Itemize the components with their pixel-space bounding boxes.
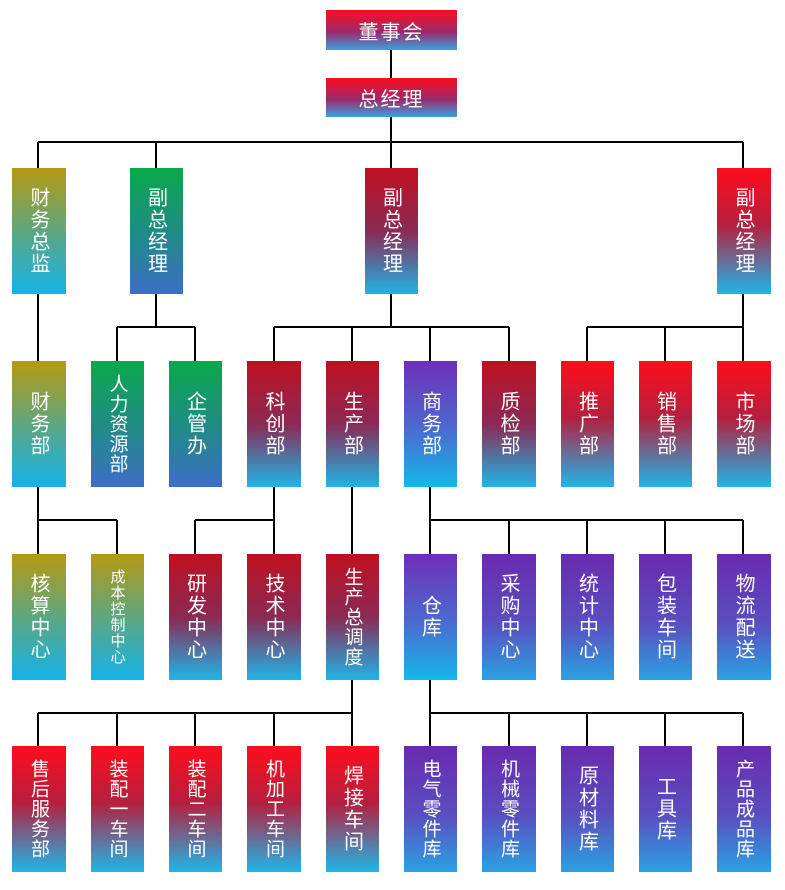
- node-accounting-center-label: 核算中心: [27, 573, 51, 661]
- node-assembly-1-label: 装配一车间: [106, 759, 129, 859]
- node-quality-dept-label: 质检部: [497, 391, 521, 457]
- node-hr-dept-label: 人力资源部: [106, 374, 129, 474]
- node-rd-center-label: 研发中心: [183, 573, 208, 661]
- node-commerce-dept-label: 商务部: [418, 391, 443, 457]
- node-electrical-parts: 电气零件库: [404, 746, 457, 872]
- node-market-dept: 市场部: [717, 361, 771, 487]
- node-rd-center: 研发中心: [169, 554, 222, 680]
- node-quality-dept: 质检部: [482, 361, 536, 487]
- node-packaging-workshop: 包装车间: [639, 554, 692, 680]
- node-logistics: 物流配送: [717, 554, 771, 680]
- node-machining-label: 机加工车间: [263, 759, 285, 859]
- node-tech-center-label: 技术中心: [262, 573, 286, 661]
- node-assembly-1: 装配一车间: [91, 746, 144, 872]
- node-raw-materials-label: 原材料库: [575, 765, 600, 853]
- node-market-dept-label: 市场部: [732, 391, 756, 457]
- node-mechanical-parts: 机械零件库: [482, 746, 536, 872]
- node-rd-dept-label: 科创部: [262, 391, 286, 457]
- node-rd-dept: 科创部: [247, 361, 301, 487]
- node-vp-1-label: 副总经理: [144, 187, 169, 275]
- node-cost-control-center: 成本控制中心: [91, 554, 144, 680]
- node-vp-2: 副总经理: [365, 168, 418, 294]
- node-assembly-2-label: 装配二车间: [184, 759, 207, 859]
- node-vp-1: 副总经理: [130, 168, 183, 294]
- node-after-sales: 售后服务部: [12, 746, 66, 872]
- node-tools: 工具库: [639, 746, 692, 872]
- node-admin-office: 企管办: [169, 361, 222, 487]
- node-finished-goods-label: 产品成品库: [733, 759, 755, 859]
- node-vp-3-label: 副总经理: [732, 187, 756, 275]
- node-tools-label: 工具库: [653, 776, 678, 842]
- node-warehouse: 仓库: [404, 554, 457, 680]
- node-logistics-label: 物流配送: [732, 573, 756, 661]
- node-assembly-2: 装配二车间: [169, 746, 222, 872]
- node-purchasing-center-label: 采购中心: [497, 573, 521, 661]
- node-commerce-dept: 商务部: [404, 361, 457, 487]
- node-warehouse-label: 仓库: [418, 595, 443, 639]
- node-after-sales-label: 售后服务部: [28, 759, 50, 859]
- node-cfo: 财务总监: [12, 168, 66, 294]
- node-sales-dept: 销售部: [639, 361, 692, 487]
- node-cost-control-center-label: 成本控制中心: [108, 569, 127, 665]
- node-cfo-label: 财务总监: [27, 187, 51, 275]
- node-statistics-center: 统计中心: [561, 554, 614, 680]
- node-mechanical-parts-label: 机械零件库: [498, 759, 520, 859]
- node-machining: 机加工车间: [247, 746, 301, 872]
- node-general-manager: 总经理: [326, 78, 457, 117]
- node-accounting-center: 核算中心: [12, 554, 66, 680]
- node-vp-2-label: 副总经理: [379, 187, 404, 275]
- node-production-dispatch-label: 生产总调度: [341, 567, 364, 667]
- node-packaging-workshop-label: 包装车间: [653, 573, 678, 661]
- node-production-dispatch: 生产总调度: [326, 554, 379, 680]
- node-raw-materials: 原材料库: [561, 746, 614, 872]
- node-statistics-center-label: 统计中心: [575, 573, 600, 661]
- node-welding-label: 焊接车间: [340, 765, 365, 853]
- node-board-label: 董事会: [358, 19, 425, 44]
- node-finance-dept-label: 财务部: [27, 391, 51, 457]
- node-finance-dept: 财务部: [12, 361, 66, 487]
- node-general-manager-label: 总经理: [358, 87, 425, 111]
- node-admin-office-label: 企管办: [183, 391, 208, 457]
- node-sales-dept-label: 销售部: [653, 391, 678, 457]
- node-hr-dept: 人力资源部: [91, 361, 144, 487]
- node-vp-3: 副总经理: [717, 168, 771, 294]
- node-production-dept: 生产部: [326, 361, 379, 487]
- node-finished-goods: 产品成品库: [717, 746, 771, 872]
- node-promotion-dept-label: 推广部: [575, 391, 600, 457]
- node-board: 董事会: [326, 10, 457, 50]
- node-production-dept-label: 生产部: [340, 391, 365, 457]
- node-tech-center: 技术中心: [247, 554, 301, 680]
- node-promotion-dept: 推广部: [561, 361, 614, 487]
- node-purchasing-center: 采购中心: [482, 554, 536, 680]
- node-electrical-parts-label: 电气零件库: [419, 759, 442, 859]
- node-welding: 焊接车间: [326, 746, 379, 872]
